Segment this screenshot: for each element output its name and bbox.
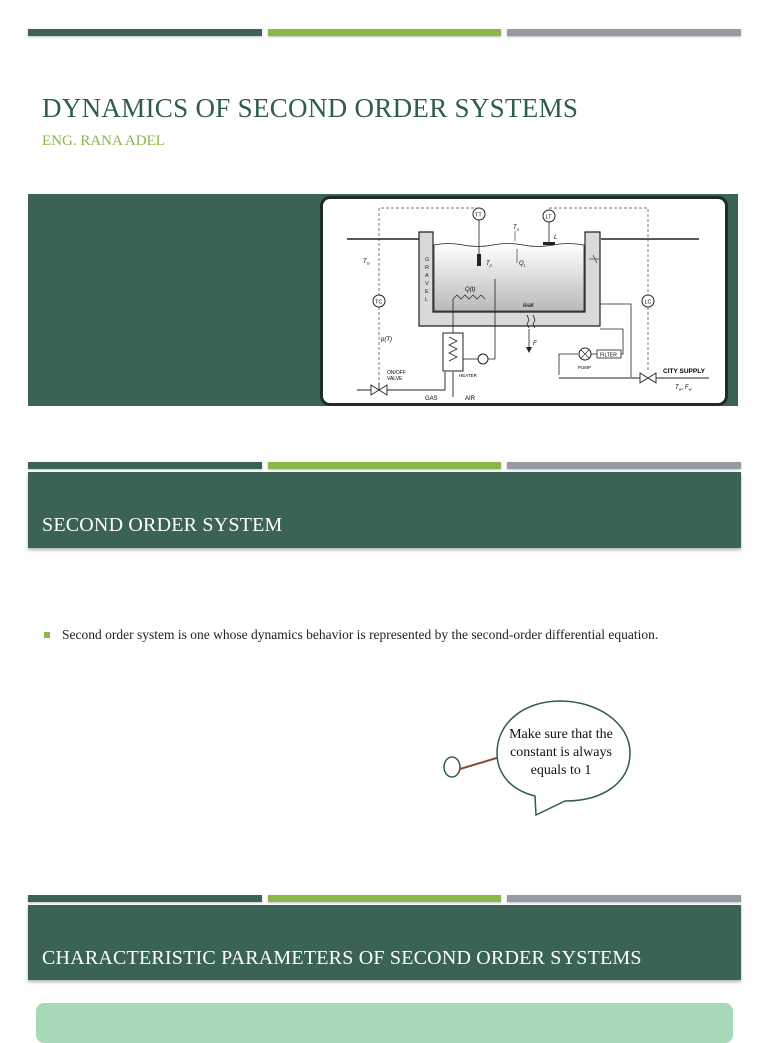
pt-label: p(T) [380,337,392,343]
pump-label: PUMP [578,365,591,370]
leak-label: leak [523,303,535,309]
city-supply-label: CITY SUPPLY [663,368,706,375]
svg-text:V: V [425,281,429,287]
accent-bars-top [28,29,742,36]
air-label: AIR [465,396,476,402]
accent-bar-gray [507,462,742,469]
section-header-characteristic: CHARACTERISTIC PARAMETERS OF SECOND ORDE… [28,905,741,980]
bullet-square-icon [44,632,50,638]
process-diagram-svg: G R A V E L TT Tp Ta QL LT L TG TC [347,207,709,402]
section-heading: SECOND ORDER SYSTEM [42,514,283,536]
bullet-item: Second order system is one whose dynamic… [44,627,658,643]
accent-bar-dark [28,895,262,902]
callout-bubble [443,700,631,817]
gas-label: GAS [425,396,438,402]
content-box [36,1003,733,1043]
tp-label: Tp [486,261,493,268]
svg-text:A: A [425,273,429,279]
accent-bar-dark [28,462,262,469]
accent-bar-green [267,895,502,902]
tw-fw-label: Tw, Fw [675,385,693,392]
svg-text:R: R [425,265,429,271]
onoff-label: ON/OFF [387,370,406,376]
svg-text:E: E [425,289,429,295]
filter-label: FILTER [600,353,617,359]
ql-label: QL [519,261,526,268]
heater-label: HEATER [459,373,478,378]
accent-bar-gray [507,895,742,902]
qt-label: Q(t) [465,287,475,293]
accent-bar-green [267,462,502,469]
slide-title: DYNAMICS OF SECOND ORDER SYSTEMS [42,93,579,123]
slide-subtitle: ENG. RANA ADEL [42,133,165,149]
svg-text:L: L [425,297,428,303]
svg-text:G: G [425,257,429,263]
valve-label: VALVE [387,376,403,382]
accent-bar-green [267,29,502,36]
f-label: F [533,341,537,347]
anchor-circle [443,756,461,778]
accent-bar-gray [507,29,742,36]
tg-label: TG [363,259,370,266]
l-label: L [554,235,557,241]
speech-bubble-shape [496,700,631,817]
bullet-text: Second order system is one whose dynamic… [62,627,659,642]
section-heading: CHARACTERISTIC PARAMETERS OF SECOND ORDE… [42,947,642,969]
accent-bar-dark [28,29,262,36]
lt-label: LT [546,215,553,221]
tc-label: TC [375,300,382,306]
process-diagram: G R A V E L TT Tp Ta QL LT L TG TC [320,196,728,406]
tt-label: TT [475,213,482,219]
accent-bars-slide2 [28,462,742,469]
accent-bars-slide3 [28,895,742,902]
section-header-second-order: SECOND ORDER SYSTEM [28,472,741,548]
callout-text: Make sure that the constant is always eq… [509,727,613,778]
ta-label: Ta [513,225,520,232]
lc-label: LC [645,300,652,306]
callout-pointer-line [459,756,501,770]
gravel-label: G R A V E L [425,257,429,303]
